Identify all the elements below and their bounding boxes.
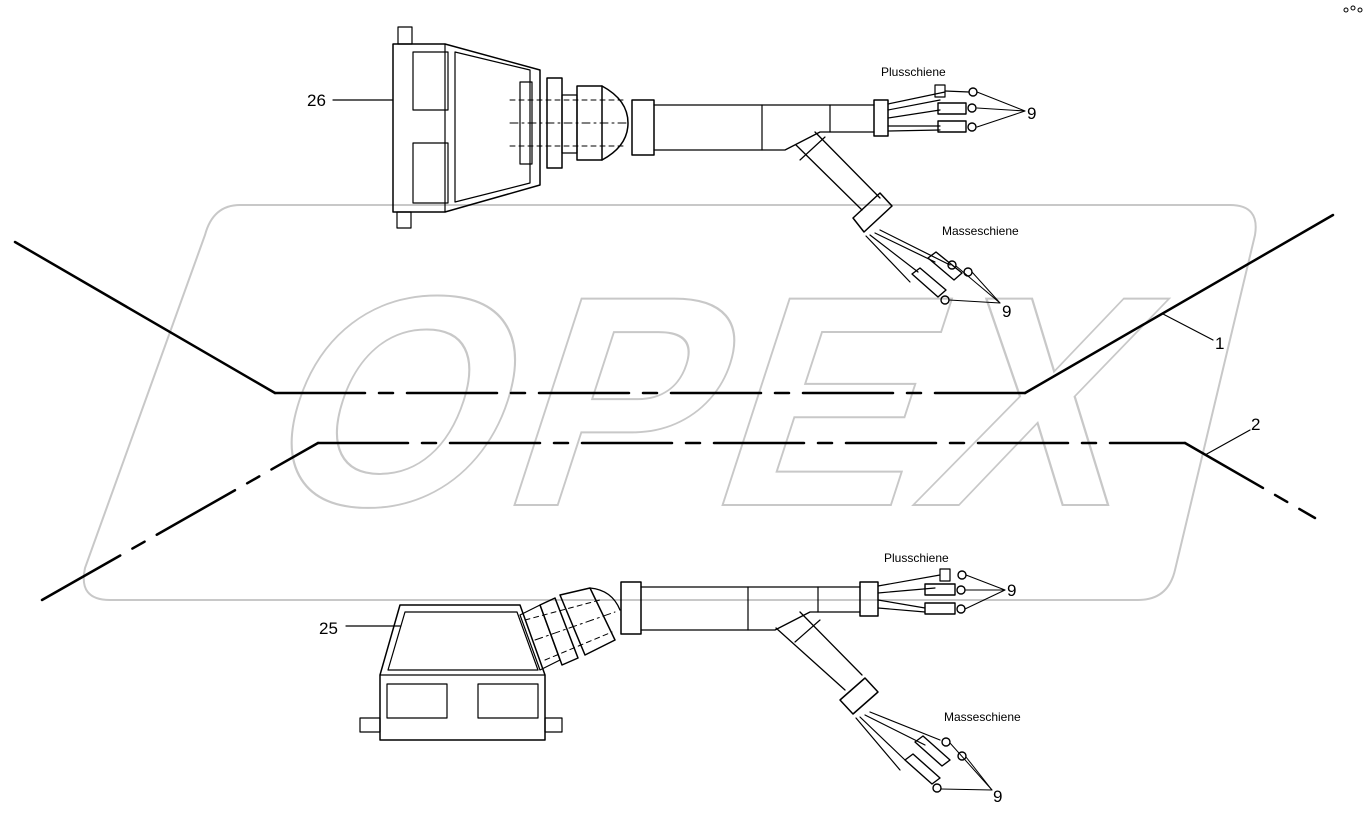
connector-housing-26 xyxy=(392,26,541,229)
terminals-top-plus xyxy=(887,84,978,133)
callout-1: 1 xyxy=(1215,334,1224,353)
callout-9-top-mass: 9 xyxy=(1002,302,1011,321)
gland-top xyxy=(509,77,655,169)
corner-mark-icon xyxy=(1343,5,1363,13)
terminals-bottom-mass xyxy=(855,711,967,793)
cable-bottom xyxy=(640,581,879,715)
label-bottom-plusschiene: Plusschiene xyxy=(884,551,949,565)
callout-26: 26 xyxy=(307,91,326,110)
terminals-top-mass xyxy=(865,229,973,305)
callout-9-bottom-plus: 9 xyxy=(1007,581,1016,600)
callout-9-top-plus: 9 xyxy=(1027,104,1036,123)
label-bottom-masseschiene: Masseschiene xyxy=(944,710,1021,724)
terminals-bottom-plus xyxy=(877,568,967,615)
leader-2 xyxy=(1204,429,1251,456)
label-top-masseschiene: Masseschiene xyxy=(942,224,1019,238)
gland-bottom xyxy=(519,581,642,671)
callout-25: 25 xyxy=(319,619,338,638)
cable-top xyxy=(653,99,893,233)
leaders-9-bottom-plus xyxy=(964,574,1006,610)
label-top-plusschiene: Plusschiene xyxy=(881,65,946,79)
watermark-text: OPEX xyxy=(232,234,1207,569)
line-1 xyxy=(13,213,1335,395)
leader-1 xyxy=(1162,313,1214,341)
line-2 xyxy=(40,441,1317,602)
callout-9-bottom-mass: 9 xyxy=(993,787,1002,806)
callout-2: 2 xyxy=(1251,415,1260,434)
connector-housing-25 xyxy=(359,604,563,741)
leaders-9-top-mass xyxy=(948,265,1001,304)
opex-watermark: OPEX xyxy=(82,204,1257,601)
leaders-9-top-plus xyxy=(976,91,1026,128)
leaders-9-bottom-mass xyxy=(940,742,993,791)
